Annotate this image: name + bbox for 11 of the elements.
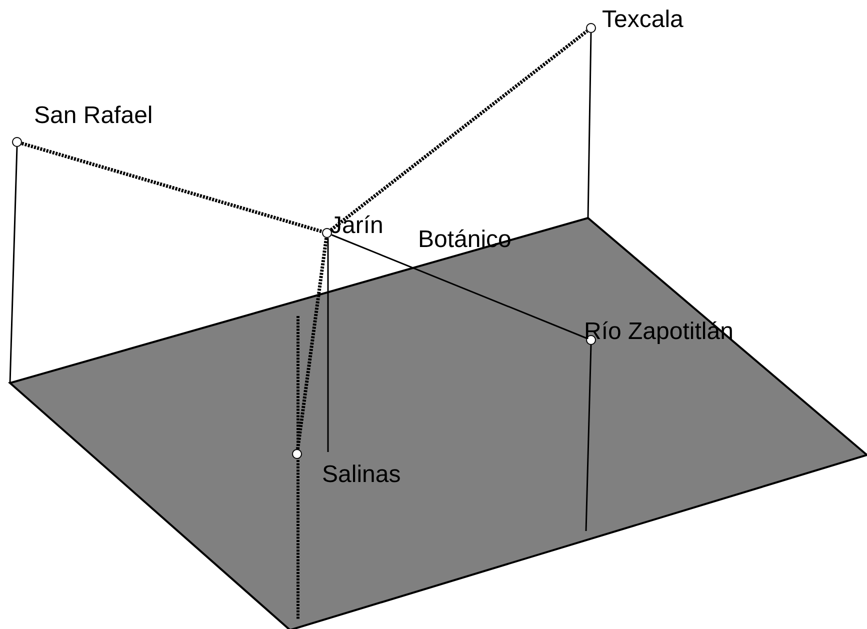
connector-line [331,234,587,339]
site-marker [322,228,332,238]
site-marker [12,137,22,147]
connector-line [330,30,588,232]
site-label: Salinas [322,463,401,487]
site-label: San Rafael [34,104,153,128]
connector-line [21,142,323,234]
site-label: Texcala [602,8,684,32]
site-marker [586,23,596,33]
site-label: Botánico [418,228,512,252]
connector-line [296,238,328,450]
